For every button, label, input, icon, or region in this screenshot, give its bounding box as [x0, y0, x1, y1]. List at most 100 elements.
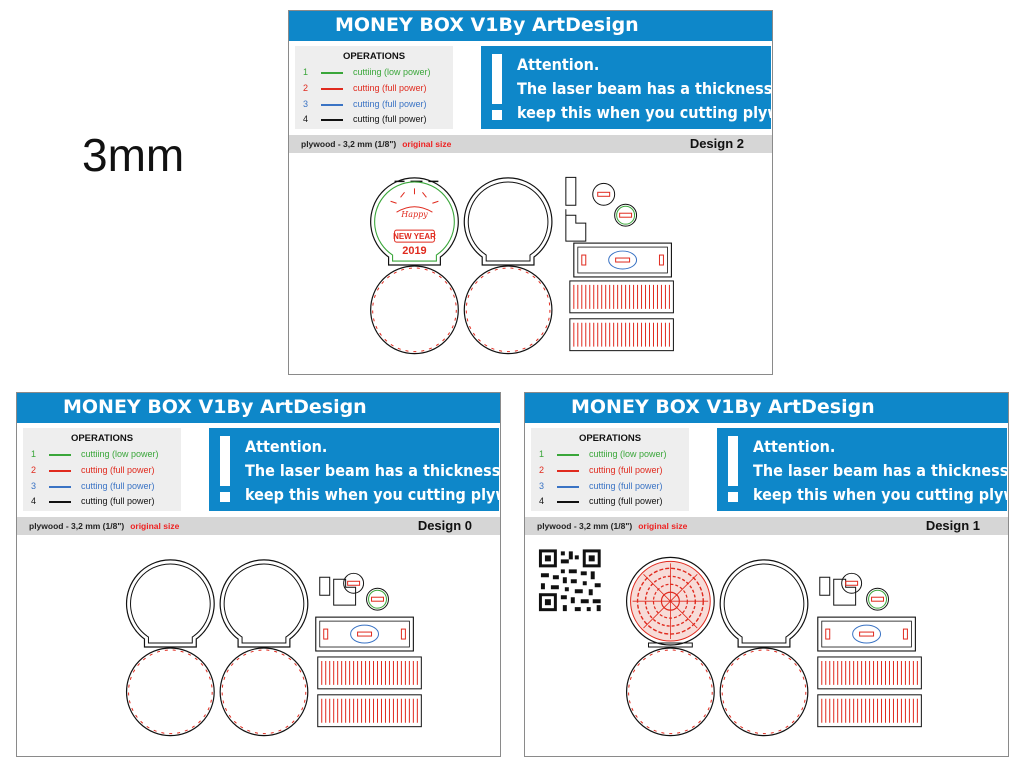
flex-strip-top: [317, 656, 422, 690]
blue-line-swatch: [321, 104, 343, 106]
operations-title: OPERATIONS: [70, 433, 134, 444]
operations-legend: OPERATIONS 1 cuttiing (low power) 2 cutt…: [295, 46, 453, 129]
base-plate: [315, 616, 414, 652]
original-size-label: original size: [130, 521, 180, 531]
operation-number: 1: [31, 449, 37, 459]
red-line-swatch: [557, 470, 579, 472]
small-parts: [319, 572, 389, 611]
design-label: Design 1: [925, 518, 980, 533]
operation-label: cutting (full power): [589, 481, 663, 491]
cutting-layout-drawing: [125, 559, 422, 737]
operations-title: OPERATIONS: [578, 433, 642, 444]
green-line-swatch: [557, 454, 579, 456]
operation-label: cutting (full power): [353, 99, 427, 109]
sheet-design-0: MONEY BOX V1By ArtDesign OPERATIONS 1 cu…: [16, 392, 501, 757]
year-text: 2019: [402, 245, 426, 257]
green-line-swatch: [321, 72, 343, 74]
operation-label: cutting (full power): [81, 481, 155, 491]
exclamation-icon: [220, 436, 230, 486]
exclamation-dot-icon: [728, 492, 738, 502]
globe-panel-right: [719, 559, 809, 737]
info-bar: plywood - 3,2 mm (1/8") original size Des…: [525, 517, 1008, 535]
black-line-swatch: [49, 501, 71, 503]
material-label: plywood - 3,2 mm (1/8") original size: [301, 139, 451, 149]
operation-label: cutting (full power): [589, 496, 663, 506]
material-label: plywood - 3,2 mm (1/8")original size: [29, 521, 179, 531]
original-size-label: original size: [402, 139, 452, 149]
sheet-title: MONEY BOX V1By ArtDesign: [335, 14, 639, 36]
qr-code-icon: [538, 549, 601, 612]
design-label: Design 2: [689, 136, 744, 151]
original-size-label: original size: [638, 521, 688, 531]
red-line-swatch: [49, 470, 71, 472]
operation-number: 1: [539, 449, 545, 459]
title-bar: MONEY BOX V1By ArtDesign: [17, 393, 500, 423]
operation-number: 3: [31, 481, 37, 491]
thickness-label: 3mm: [82, 129, 185, 181]
operation-label: cuttiing (low power): [589, 449, 667, 459]
flex-strip-top: [569, 280, 674, 314]
operation-number: 2: [303, 83, 309, 93]
base-plate: [573, 242, 672, 278]
attention-box: Attention. The laser beam has a thicknes…: [209, 428, 500, 511]
operation-label: cutting (full power): [353, 114, 427, 124]
base-plate: [817, 616, 916, 652]
info-bar: plywood - 3,2 mm (1/8") original size Des…: [289, 135, 772, 153]
operation-number: 3: [303, 99, 309, 109]
flex-strip-top: [817, 656, 922, 690]
title-bar: MONEY BOX V1By ArtDesign: [289, 11, 772, 41]
operation-label: cuttiing (low power): [353, 67, 431, 77]
operation-number: 1: [303, 67, 309, 77]
operation-number: 2: [539, 465, 545, 475]
flex-strip-bottom: [317, 694, 422, 728]
attention-title: Attention.: [245, 437, 328, 456]
small-parts: [565, 176, 638, 242]
flex-strip-bottom: [817, 694, 922, 728]
black-line-swatch: [321, 119, 343, 121]
globe-panel-right: [219, 559, 309, 737]
operations-title: OPERATIONS: [342, 51, 406, 62]
sheet-title: MONEY BOX V1By ArtDesign: [571, 396, 875, 418]
operation-number: 4: [539, 496, 545, 506]
attention-text: keep this when you cutting plywood.: [245, 485, 500, 504]
new-year-engraving: Happy NEW YEAR 2019: [390, 188, 439, 257]
operation-label: cuttiing (low power): [81, 449, 159, 459]
operation-number: 4: [31, 496, 37, 506]
operation-number: 2: [31, 465, 37, 475]
operation-label: cutting (full power): [589, 465, 663, 475]
red-line-swatch: [321, 88, 343, 90]
black-line-swatch: [557, 501, 579, 503]
sheet-title: MONEY BOX V1By ArtDesign: [63, 396, 367, 418]
happy-text: Happy: [400, 210, 428, 219]
attention-title: Attention.: [517, 55, 600, 74]
globe-panel-left: [370, 177, 459, 355]
globe-panel-right: [463, 177, 553, 355]
flex-strip-bottom: [569, 318, 674, 352]
exclamation-dot-icon: [220, 492, 230, 502]
cutting-layout-drawing: Happy NEW YEAR 2019: [370, 176, 674, 355]
material-text: plywood - 3,2 mm (1/8"): [301, 139, 397, 149]
globe-panel-left: [125, 559, 215, 737]
exclamation-icon: [728, 436, 738, 486]
operation-label: cutting (full power): [353, 83, 427, 93]
new-year-text: NEW YEAR: [393, 232, 436, 241]
small-parts: [819, 572, 889, 611]
cutting-layout: Happy NEW YEAR 2019: [289, 157, 772, 374]
cutting-layout: [525, 539, 1008, 756]
attention-text: The laser beam has a thickness,: [517, 79, 773, 98]
attention-text: keep this when you cutting plywood.: [517, 103, 772, 122]
attention-title: Attention.: [753, 437, 836, 456]
material-text: plywood - 3,2 mm (1/8"): [537, 521, 633, 531]
operation-label: cutting (full power): [81, 465, 155, 475]
exclamation-dot-icon: [492, 110, 502, 120]
globe-panel-left: [625, 556, 715, 737]
operations-legend: OPERATIONS 1 cuttiing (low power) 2 cutt…: [531, 428, 689, 511]
cutting-layout-drawing: [538, 549, 922, 737]
cutting-layout: [17, 539, 500, 756]
material-label: plywood - 3,2 mm (1/8") original size: [537, 521, 687, 531]
title-bar: MONEY BOX V1By ArtDesign: [525, 393, 1008, 423]
operations-legend: OPERATIONS 1 cuttiing (low power) 2 cutt…: [23, 428, 181, 511]
operation-label: cutting (full power): [81, 496, 155, 506]
design-label: Design 0: [417, 518, 472, 533]
sheet-design-1: MONEY BOX V1By ArtDesign OPERATIONS 1 cu…: [524, 392, 1009, 757]
